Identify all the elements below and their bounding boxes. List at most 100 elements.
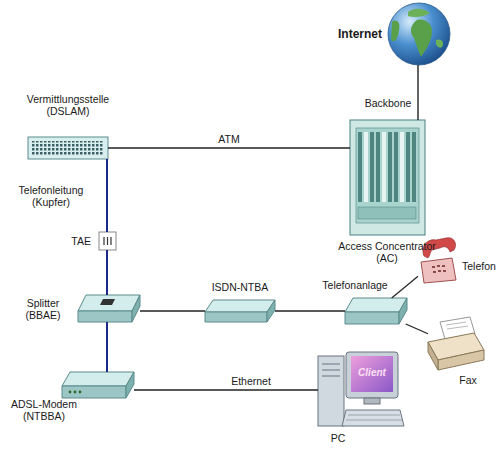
phone-key: [442, 265, 445, 267]
connection-label: Backbone: [358, 97, 418, 109]
device-front: [345, 312, 399, 324]
pc-tower: [318, 356, 344, 426]
phone-key: [432, 266, 435, 268]
connection-line: [275, 310, 345, 311]
device-label: Splitter (BBAE): [14, 297, 72, 321]
status-led: [69, 391, 72, 394]
monitor-screen: [351, 356, 393, 392]
paper-line: [447, 326, 468, 329]
device-label: ADSL-Modem (NTBBA): [8, 398, 80, 422]
continent: [411, 20, 432, 57]
connection-label: Ethernet: [221, 375, 281, 387]
status-led: [74, 391, 77, 394]
status-led: [79, 391, 82, 394]
key-row: [348, 415, 400, 416]
paper-line: [446, 322, 466, 325]
device-top: [62, 372, 134, 386]
globe-sphere: [388, 3, 450, 65]
access-concentrator-node: Access Concentrator (AC): [350, 120, 425, 235]
device-label: Vermittlungsstelle (DSLAM): [8, 93, 128, 117]
tae-node: TAE: [99, 232, 116, 250]
device-top: [345, 298, 407, 312]
dslam-body: [28, 137, 108, 159]
rack-card: [394, 132, 398, 202]
key-row: [346, 420, 402, 421]
rack-frame: [356, 128, 419, 223]
continent: [408, 9, 430, 17]
telephone-node: Telefon: [418, 238, 456, 283]
rack-card: [406, 132, 410, 202]
dslam-ports: [32, 141, 104, 155]
rack-card: [382, 132, 386, 202]
device-front: [62, 386, 126, 398]
continent: [436, 39, 443, 47]
rack-card: [388, 132, 392, 202]
connection-line: [106, 159, 108, 232]
continent: [391, 20, 399, 41]
monitor-stand: [364, 398, 380, 404]
device-label: Access Concentrator (AC): [337, 240, 437, 264]
fax-front: [438, 350, 484, 370]
connection-line: [106, 322, 108, 372]
ntba-device: [205, 300, 275, 322]
connection-label: Telefonleitung (Kupfer): [13, 184, 89, 208]
device-label: PC: [323, 432, 353, 444]
drive-slot: [322, 370, 340, 371]
connection-line: [140, 310, 205, 311]
device-label: Fax: [448, 374, 488, 386]
device-chip: [100, 299, 115, 305]
rack-card: [370, 132, 374, 202]
connection-line: [417, 65, 418, 120]
rack-card: [400, 132, 404, 202]
fax-side: [428, 342, 438, 370]
modem-node: ADSL-Modem (NTBBA): [62, 372, 134, 398]
device-top: [205, 300, 275, 312]
device-label: Telefonanlage: [300, 279, 410, 291]
pbx-node: Telefonanlage: [345, 298, 407, 324]
device-side: [399, 298, 407, 324]
phone-key: [437, 265, 440, 267]
connection-line: [134, 389, 318, 390]
screen-text: Client: [351, 367, 393, 378]
pbx-device: [345, 298, 407, 324]
fax-node: Fax: [428, 322, 484, 370]
socket-plate: [99, 232, 116, 250]
modem-device: [62, 372, 134, 398]
device-label: Telefon: [462, 260, 503, 272]
socket-slot: [110, 237, 111, 245]
keyboard: [342, 410, 404, 426]
phone-base: [421, 258, 456, 283]
dslam-node: Vermittlungsstelle (DSLAM): [28, 137, 108, 159]
dslam-device: [28, 137, 108, 159]
phone-key: [443, 270, 446, 272]
rack-card: [412, 132, 416, 202]
device-front: [78, 311, 132, 322]
rack-body: [350, 120, 425, 235]
connection-line: [106, 250, 108, 295]
drive-slot: [322, 376, 340, 377]
rack-tray: [358, 207, 416, 219]
fax-icon: [428, 317, 484, 370]
splitter-device: [78, 295, 140, 322]
access-concentrator-rack: [350, 120, 425, 235]
rack-card: [376, 132, 380, 202]
device-side: [132, 295, 140, 322]
socket-slot: [107, 237, 108, 245]
ntba-node: ISDN-NTBA: [205, 300, 275, 322]
rack-card: [364, 132, 368, 202]
connection-line: [392, 276, 418, 298]
device-front: [205, 312, 267, 322]
phone-key: [433, 271, 436, 273]
connection-label: ATM: [209, 133, 249, 145]
device-label: ISDN-NTBA: [195, 281, 285, 293]
rack-card: [358, 132, 362, 202]
pc-node: PC: [318, 348, 400, 430]
connection-line: [406, 324, 428, 334]
connection-line: [108, 147, 350, 148]
pc-icon: [318, 352, 404, 426]
tae-socket: [99, 232, 116, 250]
socket-slot: [103, 237, 104, 245]
device-label: TAE: [37, 235, 91, 247]
globe-node: Internet: [388, 3, 450, 65]
